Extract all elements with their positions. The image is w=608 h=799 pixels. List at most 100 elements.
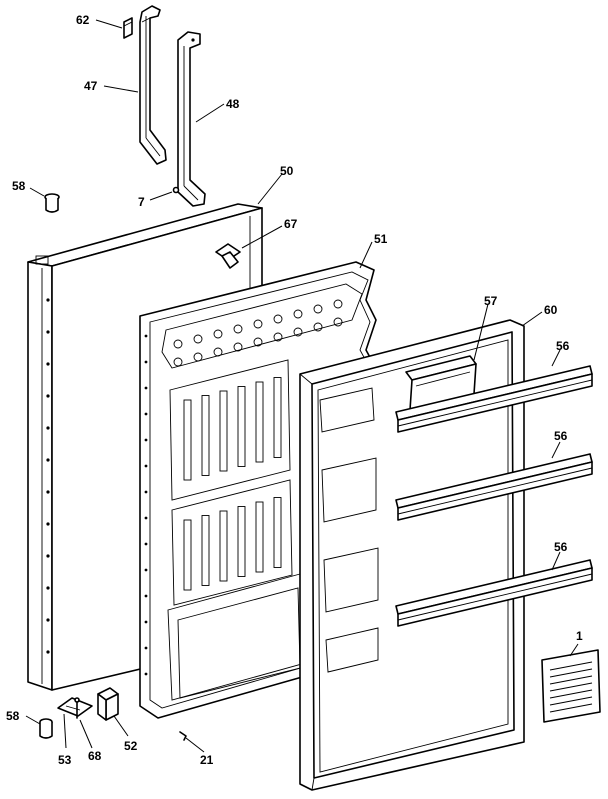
liner-left-hole <box>144 646 148 650</box>
callout-labels: 62 47 48 7 58 50 67 51 57 60 56 56 56 1 … <box>6 13 583 767</box>
side-hole <box>46 458 50 462</box>
callout-21: 21 <box>200 753 214 767</box>
liner-rib <box>255 501 264 573</box>
liner-left-hole <box>144 490 148 494</box>
liner-left-hole <box>144 672 148 676</box>
liner-hole <box>193 352 203 362</box>
callout-58-top: 58 <box>12 179 26 193</box>
plate-line <box>549 675 593 685</box>
liner-left-hole <box>144 360 148 364</box>
leader-lines <box>25 19 579 753</box>
outer-door-side-holes <box>46 298 50 654</box>
liner-left-hole <box>144 438 148 442</box>
part-67-bracket <box>215 243 241 269</box>
part-58-bumper-top <box>44 193 60 213</box>
liner-rib <box>201 395 210 476</box>
callout-52: 52 <box>124 739 138 753</box>
liner-hole <box>333 299 343 309</box>
callout-56-lower: 56 <box>554 540 568 554</box>
part-56-shelf-rails <box>395 365 593 627</box>
liner-hole <box>173 339 183 349</box>
liner-left-hole <box>144 542 148 546</box>
plate-line <box>549 689 593 699</box>
rail-groove <box>397 379 593 427</box>
side-hole <box>46 618 50 622</box>
side-hole <box>46 490 50 494</box>
rail-groove <box>397 573 593 621</box>
callout-48: 48 <box>226 97 240 111</box>
liner-left-hole <box>144 594 148 598</box>
shelf-rail <box>395 365 593 433</box>
side-hole <box>46 522 50 526</box>
liner-rib <box>183 399 192 481</box>
liner-hole <box>253 337 263 347</box>
part-62-cap <box>123 17 133 39</box>
plate-line <box>549 668 593 678</box>
side-hole <box>46 298 50 302</box>
label-plate-text-lines <box>549 661 593 713</box>
liner-rib <box>219 390 228 472</box>
callout-67: 67 <box>284 217 298 231</box>
liner-shelf-holes <box>173 299 343 367</box>
liner-rib <box>237 386 246 467</box>
callout-60: 60 <box>544 303 558 317</box>
liner-left-holes <box>144 334 148 676</box>
plate-line <box>549 696 593 706</box>
liner-rib <box>255 381 264 463</box>
liner-hole <box>173 357 183 367</box>
liner-left-hole <box>144 412 148 416</box>
liner-hole <box>313 322 323 332</box>
liner-hole <box>233 342 243 352</box>
liner-hole <box>273 314 283 324</box>
callout-68: 68 <box>88 749 102 763</box>
callout-1: 1 <box>576 629 583 643</box>
side-hole <box>46 426 50 430</box>
liner-rib <box>273 377 282 458</box>
part-52-hinge-cover <box>97 687 119 721</box>
callout-51: 51 <box>374 232 388 246</box>
callout-56-middle: 56 <box>554 429 568 443</box>
liner-left-hole <box>144 620 148 624</box>
part-58-bumper-bottom <box>39 718 53 739</box>
plate-line <box>549 703 593 713</box>
shelf-rail <box>395 453 593 521</box>
liner-hole <box>193 334 203 344</box>
part-47-handle <box>139 5 167 165</box>
liner-rib <box>183 519 192 591</box>
side-hole <box>46 362 50 366</box>
part-48-handle <box>177 31 206 207</box>
liner-vertical-ribs <box>183 377 282 591</box>
callout-57: 57 <box>484 294 498 308</box>
liner-left-hole <box>144 464 148 468</box>
callout-50: 50 <box>280 164 294 178</box>
liner-hole <box>293 327 303 337</box>
liner-hole <box>213 347 223 357</box>
plate-line <box>549 661 593 671</box>
rail-groove <box>397 467 593 515</box>
liner-rib <box>201 515 210 586</box>
liner-hole <box>333 317 343 327</box>
liner-hole <box>313 304 323 314</box>
side-hole <box>46 330 50 334</box>
part-68-screw <box>74 697 80 719</box>
liner-left-hole <box>144 516 148 520</box>
part-60-gasket-frame <box>299 319 525 791</box>
liner-rib <box>237 506 246 577</box>
liner-left-hole <box>144 334 148 338</box>
liner-rib <box>273 497 282 568</box>
liner-rib <box>219 510 228 582</box>
liner-hole <box>233 324 243 334</box>
part-7-screw <box>172 186 180 194</box>
liner-hole <box>253 319 263 329</box>
part-21-clip <box>179 731 187 741</box>
side-hole <box>46 586 50 590</box>
liner-hole <box>273 332 283 342</box>
callout-58-bottom: 58 <box>6 709 20 723</box>
liner-left-hole <box>144 568 148 572</box>
side-hole <box>46 650 50 654</box>
callout-56-upper: 56 <box>556 339 570 353</box>
liner-hole <box>293 309 303 319</box>
callout-62: 62 <box>76 13 90 27</box>
liner-hole <box>213 329 223 339</box>
